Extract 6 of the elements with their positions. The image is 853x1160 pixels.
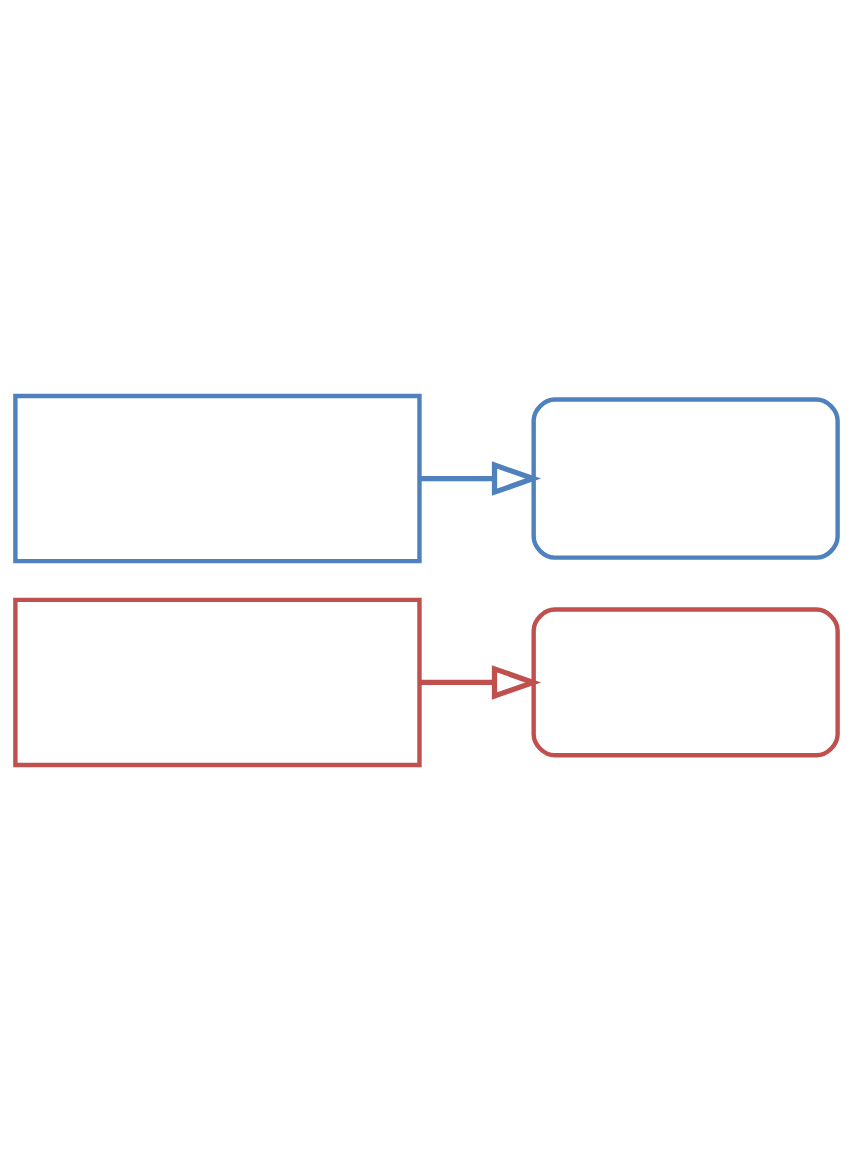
node-box (531, 606, 840, 757)
node-box (13, 393, 422, 563)
arrow (419, 664, 542, 700)
node-box (13, 597, 422, 767)
arrow (419, 460, 542, 496)
node-box (531, 396, 840, 560)
